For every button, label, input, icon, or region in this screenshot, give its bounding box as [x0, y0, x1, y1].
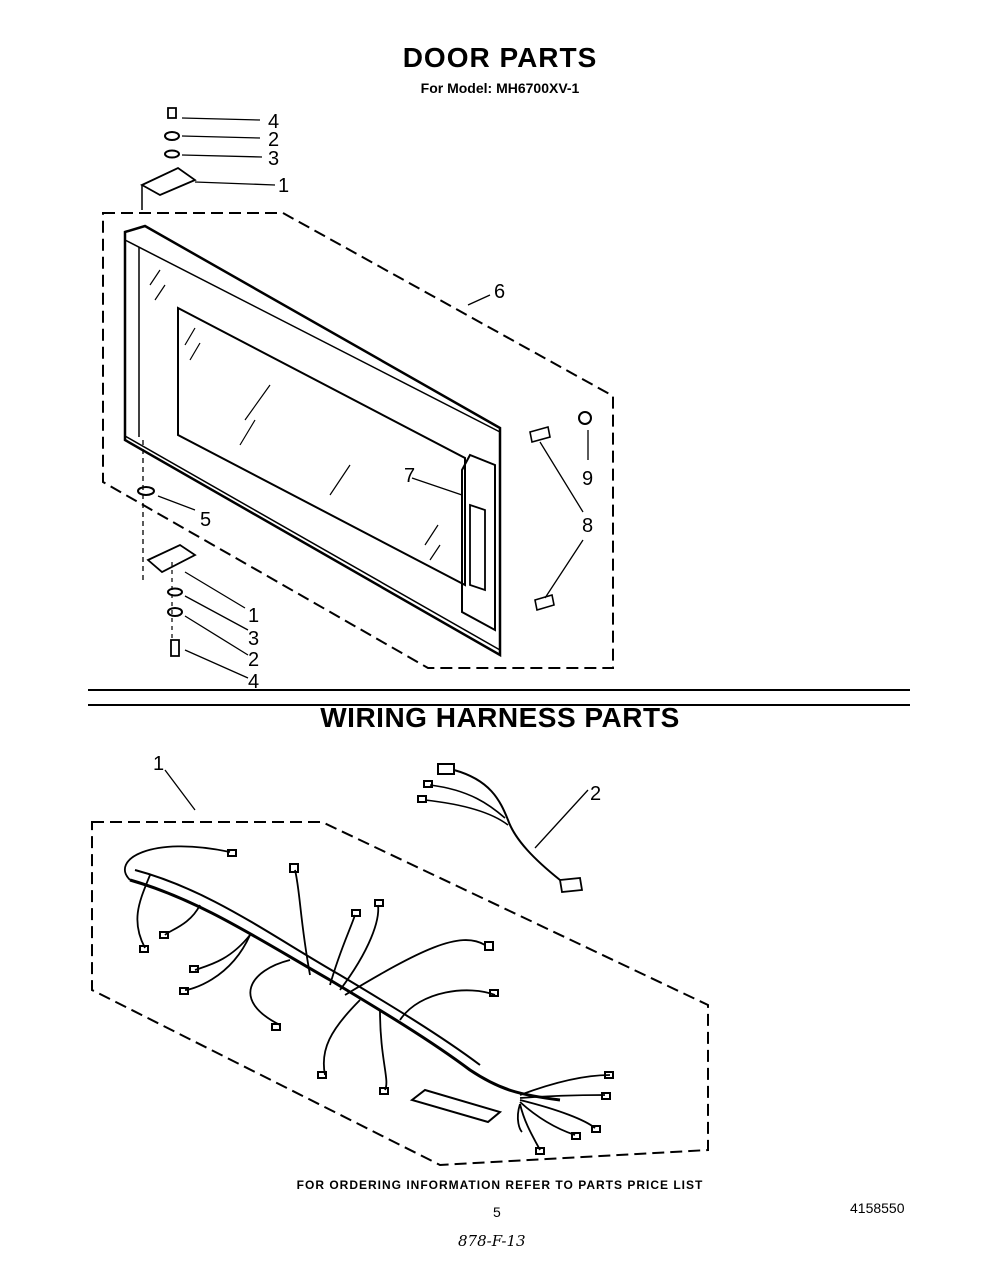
handwritten-note: 878-F-13	[458, 1232, 526, 1250]
door-window	[177, 306, 466, 587]
callout-harness-2: 2	[590, 783, 601, 805]
callout-top-3: 3	[268, 148, 279, 170]
ordering-note: FOR ORDERING INFORMATION REFER TO PARTS …	[296, 1178, 704, 1192]
harness-connector-block	[409, 1088, 503, 1124]
bottom-hinge	[146, 543, 197, 574]
page-number: 5	[493, 1204, 501, 1220]
document-number: 4158550	[850, 1200, 905, 1216]
callout-harness-1: 1	[153, 753, 164, 775]
small-harness-plug	[437, 763, 455, 775]
small-harness-connector	[558, 877, 584, 893]
door-outline	[102, 212, 614, 669]
callout-bottom-3: 3	[248, 628, 259, 650]
callout-screw-8: 8	[582, 515, 593, 537]
callout-bottom-2: 2	[248, 649, 259, 671]
model-line: For Model: MH6700XV-1	[420, 80, 580, 96]
section-divider-lower	[88, 704, 910, 706]
callout-bottom-4: 4	[248, 671, 259, 693]
top-hinge	[140, 166, 197, 197]
door-handle	[461, 453, 496, 632]
main-harness-trunk	[129, 878, 561, 1102]
callout-choke-7: 7	[404, 465, 415, 487]
callout-top-2: 2	[268, 129, 279, 151]
callout-latch-9: 9	[582, 468, 593, 490]
door-frame	[123, 224, 502, 658]
callout-bottom-1: 1	[248, 605, 259, 627]
callout-top-1: 1	[278, 175, 289, 197]
harness-outline	[91, 821, 709, 1167]
section-divider-upper	[88, 689, 910, 691]
callout-spacer-5: 5	[200, 509, 211, 531]
callout-top-4: 4	[268, 111, 279, 133]
callout-door-6: 6	[494, 281, 505, 303]
door-parts-title: DOOR PARTS	[402, 42, 598, 73]
wiring-harness-title: WIRING HARNESS PARTS	[320, 702, 680, 733]
small-harness-wires	[453, 769, 561, 881]
